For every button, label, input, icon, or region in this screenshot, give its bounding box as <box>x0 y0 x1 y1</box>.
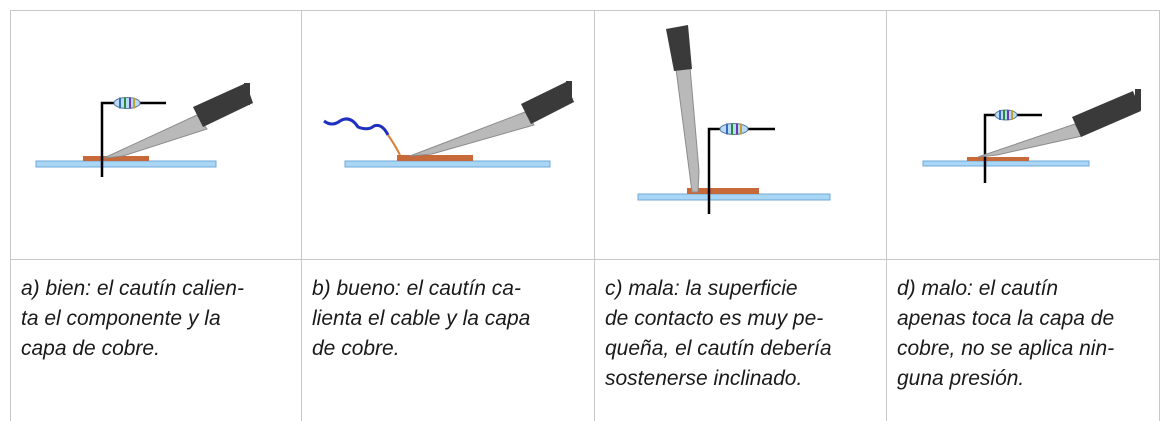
pcb-board <box>637 193 831 201</box>
soldering-iron-bad-light-touch-icon <box>922 89 1141 183</box>
copper-pad <box>967 157 1029 161</box>
panel-c-illustration <box>594 10 886 260</box>
pcb-board <box>922 160 1090 167</box>
pcb-board <box>344 160 551 168</box>
pcb-board <box>35 160 217 168</box>
panel-c-caption: c) mala: la superficie de contacto es mu… <box>605 277 832 390</box>
iron-handle <box>521 82 574 124</box>
panel-a-caption-cell: a) bien: el cautín calien- ta el compone… <box>10 260 301 421</box>
panel-c-caption-cell: c) mala: la superficie de contacto es mu… <box>594 260 886 421</box>
resistor <box>994 109 1018 121</box>
panel-a-caption: a) bien: el cautín calien- ta el compone… <box>21 277 244 360</box>
iron-tip <box>675 66 700 193</box>
soldering-iron-good-wire-icon <box>323 81 574 168</box>
copper-pad <box>397 155 473 161</box>
component-lead <box>100 101 115 177</box>
iron-tip <box>103 114 208 159</box>
panel-d-illustration <box>886 10 1160 260</box>
soldering-iron-good-component-icon <box>35 83 253 177</box>
wire <box>323 117 390 136</box>
iron-handle <box>193 83 253 127</box>
iron-tip <box>409 111 535 157</box>
panel-d-caption: d) malo: el cautín apenas toca la capa d… <box>897 277 1115 390</box>
component-lead <box>983 113 996 183</box>
panel-b-illustration <box>301 10 594 260</box>
soldering-technique-table: a) bien: el cautín calien- ta el compone… <box>10 10 1160 421</box>
soldering-iron-bad-vertical-icon <box>637 25 831 214</box>
resistor <box>113 97 141 109</box>
component-lead <box>707 127 720 214</box>
iron-handle <box>666 25 692 71</box>
resistor <box>719 123 749 135</box>
panel-b-caption-cell: b) bueno: el cautín ca- lienta el cable … <box>301 260 594 421</box>
iron-handle <box>1072 91 1141 137</box>
panel-d-caption-cell: d) malo: el cautín apenas toca la capa d… <box>886 260 1160 421</box>
panel-a-illustration <box>10 10 301 260</box>
iron-tip <box>977 123 1083 158</box>
copper-pad <box>83 156 149 161</box>
wire-stripped-end <box>387 134 401 156</box>
panel-b-caption: b) bueno: el cautín ca- lienta el cable … <box>312 277 531 360</box>
copper-pad <box>687 188 759 194</box>
